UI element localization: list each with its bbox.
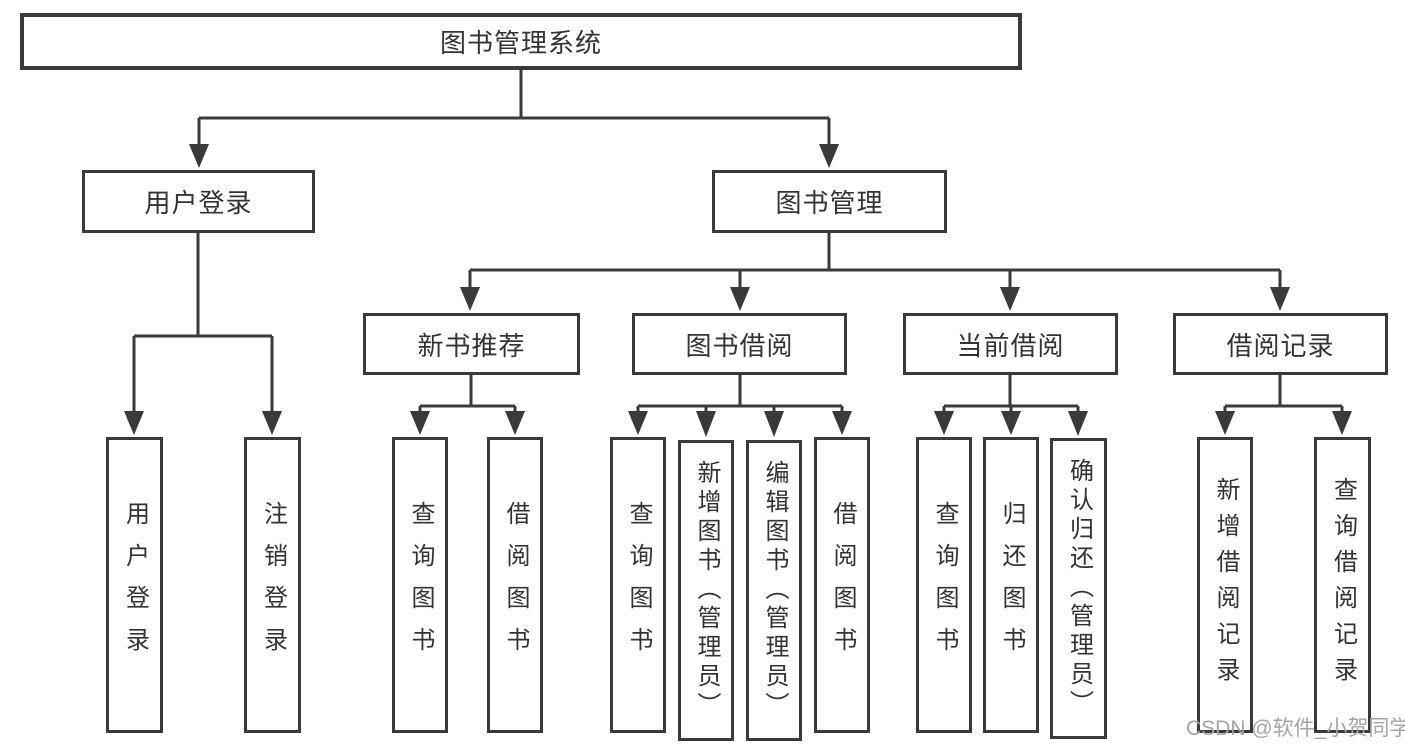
arrowhead-icon xyxy=(410,411,430,435)
node-new-book-rec: 新书推荐 xyxy=(363,313,580,375)
arrowhead-icon xyxy=(1332,411,1352,435)
leaf-records-add-label: 新增借阅记录 xyxy=(1212,477,1239,693)
leaf-borrow-query: 查询图书 xyxy=(610,437,666,733)
leaf-borrow-add-label: 新增图书（管理员） xyxy=(693,460,720,721)
leaf-borrow-borrow: 借阅图书 xyxy=(814,437,870,733)
leaf-newbook-borrow-label: 借阅图书 xyxy=(502,501,529,669)
arrowhead-icon xyxy=(832,411,852,435)
node-borrow-records-label: 借阅记录 xyxy=(1226,330,1335,361)
arrowhead-icon xyxy=(819,144,839,168)
arrowhead-icon xyxy=(1270,287,1290,311)
leaf-user-login: 用户登录 xyxy=(106,437,163,733)
leaf-newbook-borrow: 借阅图书 xyxy=(487,437,543,733)
node-current-borrow-label: 当前借阅 xyxy=(956,330,1065,361)
leaf-borrow-edit-label: 编辑图书（管理员） xyxy=(761,460,788,721)
node-book-borrow: 图书借阅 xyxy=(632,313,847,375)
leaf-newbook-query-label: 查询图书 xyxy=(407,501,434,669)
node-current-borrow: 当前借阅 xyxy=(903,313,1118,375)
node-borrow-records: 借阅记录 xyxy=(1173,313,1388,375)
node-new-book-rec-label: 新书推荐 xyxy=(417,330,526,361)
leaf-records-query-label: 查询借阅记录 xyxy=(1329,477,1357,693)
arrowhead-icon xyxy=(628,411,648,435)
leaf-newbook-query: 查询图书 xyxy=(392,437,448,733)
leaf-current-return: 归还图书 xyxy=(983,437,1039,733)
leaf-records-query: 查询借阅记录 xyxy=(1314,437,1371,733)
leaf-current-confirm-label: 确认归还（管理员） xyxy=(1065,458,1093,719)
leaf-borrow-edit: 编辑图书（管理员） xyxy=(746,440,802,741)
arrowhead-icon xyxy=(262,411,282,435)
node-book-mgmt: 图书管理 xyxy=(712,170,947,233)
arrowhead-icon xyxy=(1001,411,1021,435)
leaf-logout-label: 注销登录 xyxy=(259,501,287,669)
arrowhead-icon xyxy=(730,287,750,311)
node-root-label: 图书管理系统 xyxy=(439,28,602,58)
node-book-borrow-label: 图书借阅 xyxy=(685,330,794,361)
arrowhead-icon xyxy=(696,411,716,437)
node-user-login-label: 用户登录 xyxy=(144,188,253,218)
leaf-logout: 注销登录 xyxy=(244,437,301,733)
node-root: 图书管理系统 xyxy=(20,13,1022,70)
arrowhead-icon xyxy=(124,411,144,435)
arrowhead-icon xyxy=(505,411,525,435)
leaf-borrow-add: 新增图书（管理员） xyxy=(678,440,734,741)
csdn-watermark: CSDN @软件_小贺同学 xyxy=(1186,717,1405,740)
arrowhead-icon xyxy=(189,144,209,168)
leaf-records-add: 新增借阅记录 xyxy=(1197,437,1253,733)
arrowhead-icon xyxy=(460,287,480,311)
arrowhead-icon xyxy=(1215,411,1235,435)
arrowhead-icon xyxy=(764,411,784,437)
leaf-current-confirm: 确认归还（管理员） xyxy=(1050,438,1107,739)
node-user-login: 用户登录 xyxy=(82,170,315,233)
leaf-user-login-label: 用户登录 xyxy=(121,501,149,669)
arrowhead-icon xyxy=(934,411,954,435)
arrowhead-icon xyxy=(1068,411,1088,436)
arrowhead-icon xyxy=(1000,287,1020,311)
leaf-borrow-query-label: 查询图书 xyxy=(625,501,652,669)
leaf-current-return-label: 归还图书 xyxy=(998,501,1025,669)
leaf-borrow-borrow-label: 借阅图书 xyxy=(829,501,856,669)
leaf-current-query: 查询图书 xyxy=(916,437,972,733)
leaf-current-query-label: 查询图书 xyxy=(931,501,958,669)
node-book-mgmt-label: 图书管理 xyxy=(775,188,884,218)
